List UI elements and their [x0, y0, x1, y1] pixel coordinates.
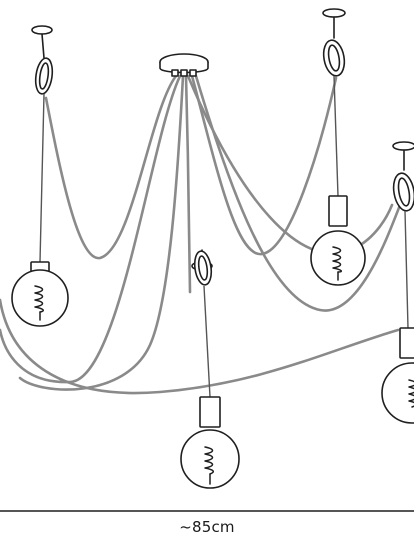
ceiling-hook-far-right [392, 141, 414, 212]
ceiling-hook-center [191, 249, 213, 286]
cable-right-loop [186, 74, 394, 255]
dimension-label: ~85cm [179, 518, 235, 536]
globe-bulb-icon [310, 75, 366, 286]
cable-far-loop-return [18, 74, 185, 391]
ceiling-hook-right [322, 8, 346, 77]
cable-far-right-hook [194, 74, 404, 312]
cable-far-loop [0, 74, 182, 384]
cable-left-hook [44, 74, 178, 260]
ceiling-canopy-icon [159, 53, 209, 77]
globe-bulb-icon [180, 285, 240, 489]
ceiling-hook-left [31, 25, 54, 95]
cable-center-hook [184, 74, 192, 294]
cable-bottom-loop [0, 298, 400, 395]
globe-bulb-icon [11, 93, 69, 327]
globe-bulb-icon [381, 210, 414, 424]
cable-right-hook [190, 74, 338, 256]
